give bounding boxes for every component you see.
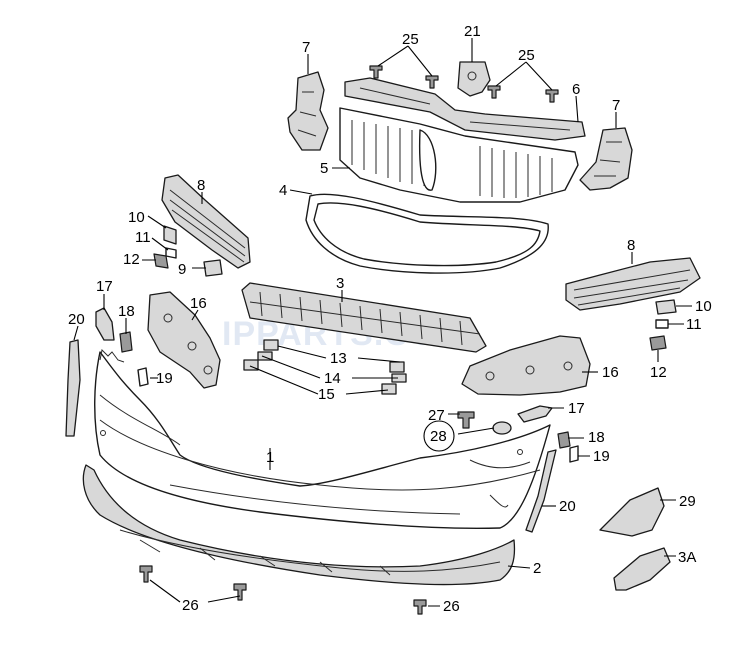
label-3: 3: [336, 275, 344, 292]
part-5-radiator-grille: [339, 107, 579, 203]
parts-17-20-right: [517, 405, 579, 533]
label-20b: 20: [559, 498, 576, 515]
label-1: 1: [266, 449, 274, 466]
part-21-center-bracket: [457, 61, 491, 97]
part-8-right-fog-grille: [565, 257, 701, 311]
label-11a: 11: [135, 229, 151, 246]
label-2: 2: [533, 560, 541, 577]
label-15: 15: [318, 386, 335, 403]
label-25a: 25: [402, 31, 419, 48]
part-2-lower-spoiler: [82, 464, 516, 586]
label-8a: 8: [197, 177, 205, 194]
label-3a: 3A: [678, 549, 696, 566]
label-26b: 26: [443, 598, 460, 615]
part-16-right-support: [461, 335, 591, 396]
label-29: 29: [679, 493, 696, 510]
part-1-bumper-cover: [94, 348, 551, 529]
part-16-left-support: [147, 291, 221, 389]
parts-10-12-right-clips: [649, 299, 677, 351]
label-7a: 7: [302, 39, 310, 56]
label-13: 13: [330, 350, 347, 367]
label-11b: 11: [686, 316, 702, 333]
label-21: 21: [464, 23, 481, 40]
part-3-lower-grille: [241, 282, 487, 353]
part-6-grille-trim: [344, 77, 586, 141]
label-17b: 17: [568, 400, 585, 417]
parts-26-28-fasteners: [139, 411, 512, 615]
callout-28-circle: [423, 420, 455, 452]
part-8-left-fog-grille: [161, 174, 251, 269]
label-14: 14: [324, 370, 341, 387]
label-7b: 7: [612, 97, 620, 114]
leader-lines: [73, 38, 692, 607]
label-20a: 20: [68, 311, 85, 328]
label-18b: 18: [588, 429, 605, 446]
label-10a: 10: [128, 209, 145, 226]
part-4-grille-frame: [305, 193, 549, 274]
callout-labels: 25 21 25 6 7 7 5 4 8 10 11 12 9 3 8 10 1…: [68, 23, 712, 615]
label-16a: 16: [190, 295, 207, 312]
label-9: 9: [178, 261, 186, 278]
parts-9-12-left-clips: [153, 225, 223, 277]
part-7-right-bracket: [579, 127, 633, 191]
label-27: 27: [428, 407, 445, 424]
part-7-left-bracket: [287, 71, 329, 151]
label-19b: 19: [593, 448, 610, 465]
label-25b: 25: [518, 47, 535, 64]
label-12b: 12: [650, 364, 667, 381]
parts-17-20-left: [65, 307, 149, 437]
label-10b: 10: [695, 298, 712, 315]
parts-29-3a-right-brackets: [599, 487, 671, 591]
label-12a: 12: [123, 251, 140, 268]
label-26a: 26: [182, 597, 199, 614]
label-8b: 8: [627, 237, 635, 254]
label-5: 5: [320, 160, 328, 177]
label-4: 4: [279, 182, 287, 199]
label-6: 6: [572, 81, 580, 98]
label-16b: 16: [602, 364, 619, 381]
label-17a: 17: [96, 278, 113, 295]
label-28: 28: [430, 428, 447, 445]
label-18a: 18: [118, 303, 135, 320]
part-25-screws: [369, 65, 559, 103]
label-19a: 19: [156, 370, 173, 387]
